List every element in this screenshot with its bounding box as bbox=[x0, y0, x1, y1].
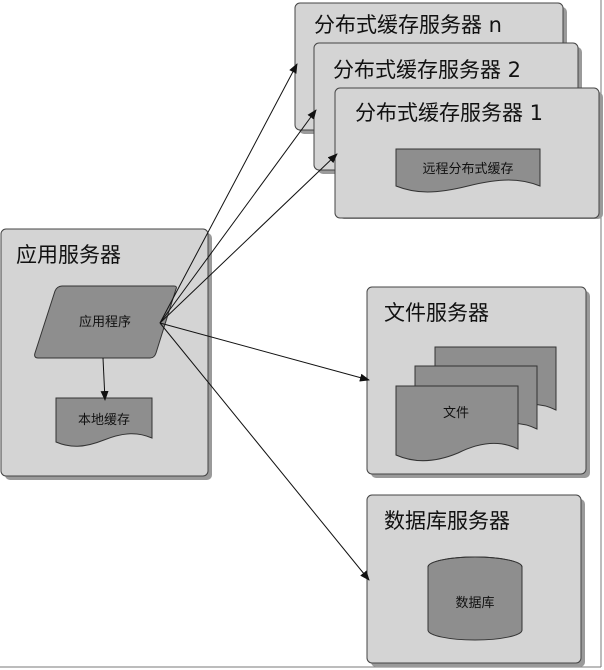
db-server-title: 数据库服务器 bbox=[384, 509, 510, 533]
local-cache-document-shape bbox=[55, 397, 153, 447]
database-label: 数据库 bbox=[455, 595, 494, 611]
cache-server-2-title: 分布式缓存服务器 2 bbox=[333, 58, 521, 82]
arrow-to-cache-server-1 bbox=[159, 153, 338, 324]
file-label: 文件 bbox=[443, 406, 469, 421]
arrow-to-db-server bbox=[159, 322, 370, 581]
cache-server-1: 分布式缓存服务器 1 远程分布式缓存 bbox=[334, 87, 603, 219]
file-server-title: 文件服务器 bbox=[384, 301, 489, 325]
app-program-label: 应用程序 bbox=[79, 314, 131, 330]
database-cylinder-top bbox=[427, 556, 523, 568]
remote-cache-label: 远程分布式缓存 bbox=[422, 162, 513, 177]
app-server: 应用服务器 应用程序 本地缓存 bbox=[0, 228, 212, 480]
app-server-title: 应用服务器 bbox=[16, 243, 121, 267]
arrow-to-cache-server-n bbox=[159, 63, 298, 324]
cache-server-1-title: 分布式缓存服务器 1 bbox=[355, 101, 543, 125]
cache-server-n-title: 分布式缓存服务器 n bbox=[314, 13, 502, 37]
db-server: 数据库服务器 数据库 bbox=[366, 494, 585, 667]
file-server: 文件服务器 文件 bbox=[366, 286, 590, 478]
app-program-shape bbox=[34, 285, 177, 359]
arrow-to-local-cache bbox=[100, 357, 109, 401]
arrow-to-cache-server-2 bbox=[159, 109, 317, 324]
local-cache-label: 本地缓存 bbox=[78, 413, 130, 428]
remote-cache-document-shape bbox=[395, 148, 541, 193]
file-doc-front bbox=[395, 385, 519, 462]
arrow-to-file-server bbox=[159, 322, 370, 382]
